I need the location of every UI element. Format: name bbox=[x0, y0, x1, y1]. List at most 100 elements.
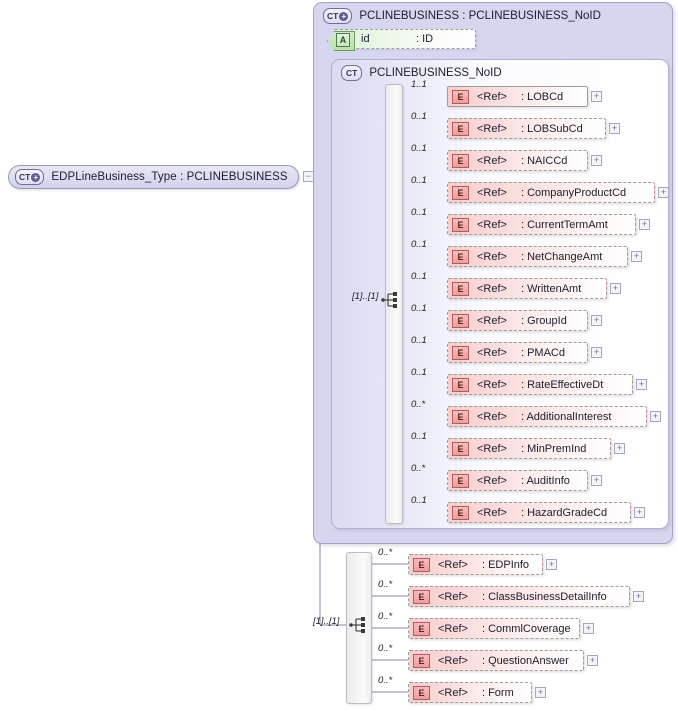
element-ref-label: <Ref> bbox=[477, 442, 507, 455]
element-name: : CurrentTermAmt bbox=[520, 218, 608, 231]
element-name: : AdditionalInterest bbox=[520, 410, 612, 423]
outer-container-header: CT+ PCLINEBUSINESS : PCLINEBUSINESS_NoID bbox=[323, 8, 601, 24]
element-cardinality: 0..1 bbox=[411, 111, 427, 122]
element-expand-toggle[interactable]: + bbox=[587, 655, 598, 666]
inner-container-title: PCLINEBUSINESS_NoID bbox=[369, 67, 502, 79]
element-ref-label: <Ref> bbox=[438, 686, 468, 699]
sequence-connector-icon bbox=[349, 617, 365, 633]
element-name: : NetChangeAmt bbox=[520, 250, 603, 263]
element-ref-label: <Ref> bbox=[477, 250, 507, 263]
element-badge-icon: E bbox=[413, 557, 430, 572]
element-ref-label: <Ref> bbox=[477, 90, 507, 103]
ct-badge-text: CT bbox=[327, 10, 339, 21]
element-cardinality: 0..1 bbox=[411, 175, 427, 186]
element-row[interactable]: E<Ref>: HazardGradeCd bbox=[447, 502, 631, 523]
element-row[interactable]: E<Ref>: Form bbox=[408, 682, 532, 703]
element-ref-label: <Ref> bbox=[438, 654, 468, 667]
element-badge-icon: E bbox=[452, 505, 469, 520]
element-row[interactable]: E<Ref>: ClassBusinessDetailInfo bbox=[408, 586, 630, 607]
attribute-name: id bbox=[361, 33, 370, 45]
element-expand-toggle[interactable]: + bbox=[610, 283, 621, 294]
element-ref-label: <Ref> bbox=[438, 558, 468, 571]
element-expand-toggle[interactable]: + bbox=[591, 91, 602, 102]
element-cardinality: 0..* bbox=[411, 463, 426, 474]
element-row[interactable]: E<Ref>: LOBCd bbox=[447, 86, 588, 107]
element-cardinality: 0..* bbox=[378, 611, 393, 622]
element-expand-toggle[interactable]: + bbox=[634, 507, 645, 518]
element-ref-label: <Ref> bbox=[477, 474, 507, 487]
element-name: : ClassBusinessDetailInfo bbox=[481, 590, 607, 603]
element-row[interactable]: E<Ref>: RateEffectiveDt bbox=[447, 374, 633, 395]
lower-sequence-bar bbox=[346, 552, 372, 704]
element-expand-toggle[interactable]: + bbox=[591, 347, 602, 358]
element-row[interactable]: E<Ref>: NAICCd bbox=[447, 150, 588, 171]
element-ref-label: <Ref> bbox=[477, 506, 507, 519]
upper-sequence-cardinality: [1]..[1] bbox=[352, 291, 379, 302]
element-row[interactable]: E <Ref> : AuditInfo bbox=[447, 470, 588, 491]
attribute-row-id[interactable]: A id : ID bbox=[327, 29, 476, 51]
element-expand-toggle[interactable]: + bbox=[591, 475, 602, 486]
element-expand-toggle[interactable]: + bbox=[546, 559, 557, 570]
element-ref-label: <Ref> bbox=[477, 218, 507, 231]
element-name: : GroupId bbox=[520, 314, 567, 327]
ct-badge-text: CT bbox=[19, 171, 31, 182]
element-row[interactable]: E<Ref>: WrittenAmt bbox=[447, 278, 607, 299]
element-badge-icon: E bbox=[452, 345, 469, 360]
element-badge-icon: E bbox=[452, 473, 469, 488]
root-complextype-node[interactable]: CT+ EDPLineBusiness_Type : PCLINEBUSINES… bbox=[8, 165, 299, 189]
element-cardinality: 0..* bbox=[411, 399, 426, 410]
element-badge-icon: E bbox=[413, 621, 430, 636]
element-row[interactable]: E<Ref>: AdditionalInterest bbox=[447, 406, 647, 427]
element-cardinality: 0..* bbox=[378, 579, 393, 590]
element-expand-toggle[interactable]: + bbox=[633, 591, 644, 602]
element-badge-icon: E bbox=[452, 89, 469, 104]
element-cardinality: 0..1 bbox=[411, 207, 427, 218]
element-expand-toggle[interactable]: + bbox=[583, 623, 594, 634]
element-name: : RateEffectiveDt bbox=[520, 378, 604, 391]
element-row[interactable]: E <Ref> : GroupId bbox=[447, 310, 588, 331]
element-name: : EDPInfo bbox=[481, 558, 530, 571]
element-row[interactable]: E<Ref>: MinPremInd bbox=[447, 438, 611, 459]
plus-circle-icon: + bbox=[31, 172, 41, 182]
element-expand-toggle[interactable]: + bbox=[658, 187, 669, 198]
element-expand-toggle[interactable]: + bbox=[636, 379, 647, 390]
element-name: : QuestionAnswer bbox=[481, 654, 569, 667]
element-name: : WrittenAmt bbox=[520, 282, 582, 295]
element-expand-toggle[interactable]: + bbox=[631, 251, 642, 262]
element-name: : Form bbox=[481, 686, 514, 699]
element-badge-icon: E bbox=[452, 313, 469, 328]
element-badge-icon: E bbox=[452, 249, 469, 264]
element-expand-toggle[interactable]: + bbox=[609, 123, 620, 134]
element-badge-icon: E bbox=[452, 121, 469, 136]
element-expand-toggle[interactable]: + bbox=[591, 315, 602, 326]
element-cardinality: 0..* bbox=[378, 547, 393, 558]
element-row[interactable]: E<Ref>: PMACd bbox=[447, 342, 588, 363]
sequence-connector-icon bbox=[381, 292, 397, 308]
element-cardinality: 0..* bbox=[378, 643, 393, 654]
element-ref-label: <Ref> bbox=[477, 314, 507, 327]
element-cardinality: 0..1 bbox=[411, 335, 427, 346]
element-name: : MinPremInd bbox=[520, 442, 587, 455]
element-badge-icon: E bbox=[452, 153, 469, 168]
element-row[interactable]: E <Ref> : NetChangeAmt bbox=[447, 246, 628, 267]
element-expand-toggle[interactable]: + bbox=[650, 411, 661, 422]
element-expand-toggle[interactable]: + bbox=[639, 219, 650, 230]
element-expand-toggle[interactable]: + bbox=[591, 155, 602, 166]
element-row[interactable]: E<Ref>: CommlCoverage bbox=[408, 618, 580, 639]
element-badge-icon: E bbox=[452, 185, 469, 200]
element-name: : LOBSubCd bbox=[520, 122, 583, 135]
element-cardinality: 0..1 bbox=[411, 495, 427, 506]
attribute-badge-icon: A bbox=[336, 33, 350, 47]
element-row[interactable]: E <Ref> : EDPInfo bbox=[408, 554, 543, 575]
element-row[interactable]: E<Ref>: QuestionAnswer bbox=[408, 650, 584, 671]
element-row[interactable]: E<Ref>: CompanyProductCd bbox=[447, 182, 655, 203]
element-badge-icon: E bbox=[452, 281, 469, 296]
element-name: : AuditInfo bbox=[520, 474, 570, 487]
complextype-badge-icon: CT+ bbox=[323, 8, 353, 24]
element-ref-label: <Ref> bbox=[477, 122, 507, 135]
element-row[interactable]: E<Ref>: CurrentTermAmt bbox=[447, 214, 636, 235]
element-expand-toggle[interactable]: + bbox=[614, 443, 625, 454]
element-row[interactable]: E <Ref> : LOBSubCd bbox=[447, 118, 606, 139]
element-expand-toggle[interactable]: + bbox=[535, 687, 546, 698]
